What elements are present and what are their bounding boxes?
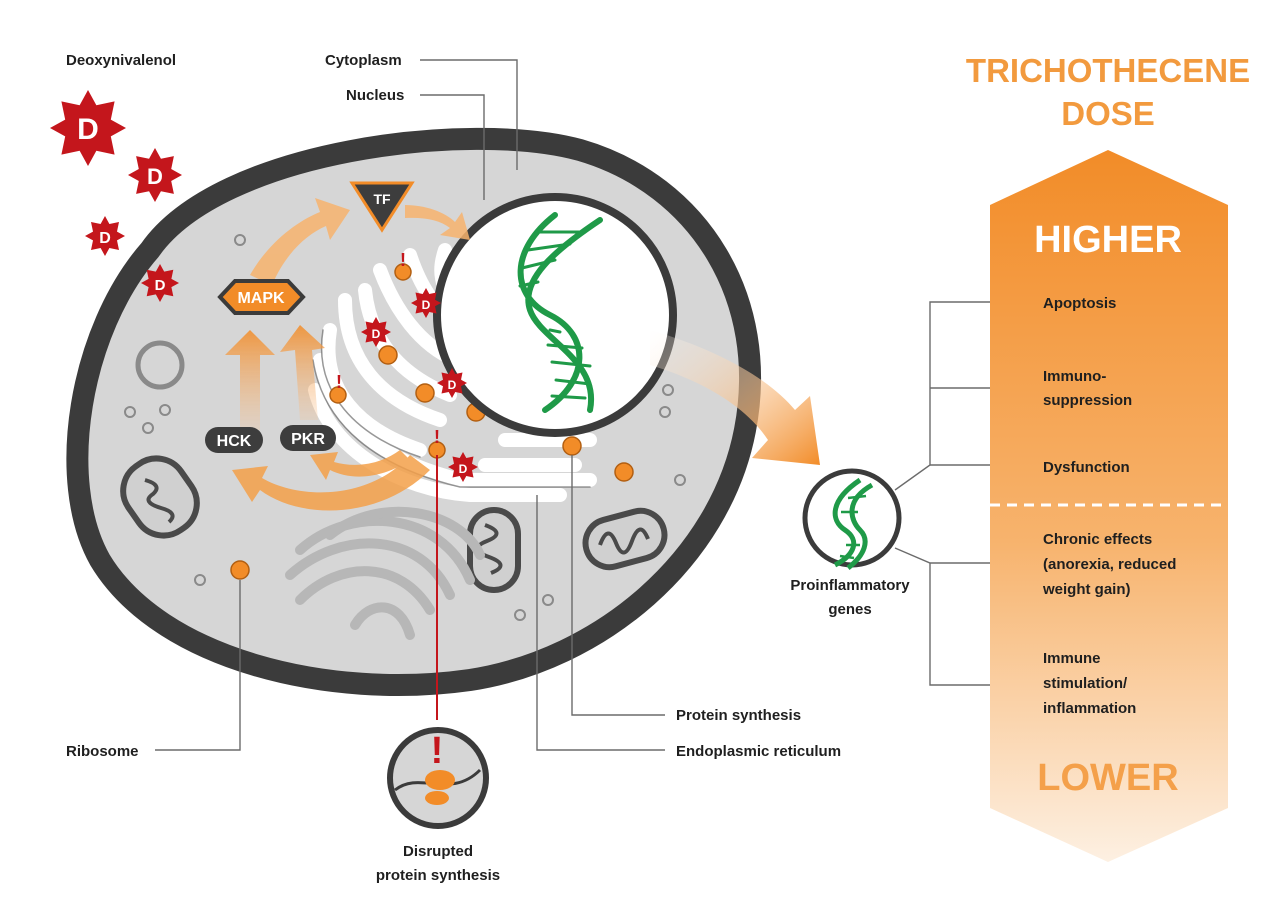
vesicles bbox=[124, 234, 686, 621]
effect-chronic-line3: weight gain) bbox=[1042, 581, 1131, 598]
toxin-marker-text: D bbox=[448, 378, 457, 392]
label-disrupted-line2: protein synthesis bbox=[376, 867, 500, 884]
hck-label: HCK bbox=[217, 433, 252, 450]
dose-higher-label: HIGHER bbox=[1034, 219, 1182, 261]
pkr-badge: PKR bbox=[280, 425, 336, 451]
dose-title-line1: TRICHOTHECENE bbox=[966, 52, 1250, 89]
toxin-er-2: D bbox=[361, 317, 391, 347]
gene-activation-arrow bbox=[650, 330, 820, 465]
effect-dysfunction: Dysfunction bbox=[1043, 459, 1130, 476]
toxin-er-4: D bbox=[448, 452, 478, 482]
dose-title-line2: DOSE bbox=[1061, 95, 1155, 132]
alert-mark-inset: ! bbox=[431, 730, 444, 772]
mitochondrion-right bbox=[582, 507, 668, 571]
label-ribosome: Ribosome bbox=[66, 743, 139, 760]
dose-panel: TRICHOTHECENE DOSE HIGHER LOWER bbox=[966, 52, 1250, 862]
effect-immune-line2: stimulation/ bbox=[1043, 675, 1128, 692]
label-disrupted-line1: Disrupted bbox=[403, 843, 473, 860]
toxin-marker-text: D bbox=[99, 230, 111, 247]
label-nucleus: Nucleus bbox=[346, 87, 404, 104]
alert-marks-er: ! ! ! bbox=[336, 250, 440, 447]
pkr-label: PKR bbox=[291, 431, 325, 448]
toxin-marker-text: D bbox=[155, 277, 166, 294]
effect-chronic-line1: Chronic effects bbox=[1043, 531, 1152, 548]
label-endoplasmic-reticulum: Endoplasmic reticulum bbox=[676, 743, 841, 760]
toxin-marker-text: D bbox=[372, 327, 381, 341]
alert-mark: ! bbox=[434, 427, 440, 447]
effect-immuno-line2: suppression bbox=[1043, 392, 1132, 409]
effect-chronic-line2: (anorexia, reduced bbox=[1043, 556, 1176, 573]
tf-label: TF bbox=[373, 191, 391, 207]
alert-mark: ! bbox=[400, 250, 406, 270]
toxin-small: D bbox=[85, 216, 125, 256]
toxin-marker-text: D bbox=[77, 113, 99, 146]
effect-apoptosis: Apoptosis bbox=[1043, 295, 1116, 312]
dose-lower-label: LOWER bbox=[1037, 757, 1178, 799]
dna-helix bbox=[517, 212, 603, 413]
label-proinflammatory-line1: Proinflammatory bbox=[790, 577, 910, 594]
er-outline bbox=[312, 329, 591, 488]
label-deoxynivalenol: Deoxynivalenol bbox=[66, 52, 176, 69]
toxin-marker-text: D bbox=[147, 164, 163, 189]
signal-arrows bbox=[225, 198, 470, 511]
mitochondrion-left bbox=[120, 455, 200, 539]
effect-immune-line1: Immune bbox=[1043, 650, 1101, 667]
disrupted-synthesis-inset: ! bbox=[387, 727, 489, 829]
label-proinflammatory-line2: genes bbox=[828, 601, 871, 618]
label-protein-synthesis: Protein synthesis bbox=[676, 707, 801, 724]
mapk-label: MAPK bbox=[237, 290, 285, 307]
labels: Deoxynivalenol Cytoplasm Nucleus Ribosom… bbox=[66, 52, 910, 884]
label-cytoplasm: Cytoplasm bbox=[325, 52, 402, 69]
alert-mark: ! bbox=[336, 372, 342, 392]
toxin-entering: D bbox=[141, 264, 179, 302]
toxin-large: D bbox=[50, 90, 126, 166]
tf-badge: TF bbox=[349, 181, 415, 233]
effect-immune-line3: inflammation bbox=[1043, 700, 1136, 717]
toxin-er-3: D bbox=[437, 368, 467, 398]
effect-immuno-line1: Immuno- bbox=[1043, 368, 1106, 385]
hck-badge: HCK bbox=[205, 427, 263, 453]
effects: Apoptosis Immuno- suppression Dysfunctio… bbox=[1042, 295, 1176, 717]
toxin-er-1: D bbox=[411, 288, 441, 318]
toxin-medium: D bbox=[128, 148, 182, 202]
proinflammatory-genes-inset bbox=[802, 468, 902, 570]
toxin-marker-text: D bbox=[459, 462, 468, 476]
toxin-marker-text: D bbox=[422, 298, 431, 312]
mapk-badge: MAPK bbox=[217, 279, 306, 315]
leader-lines bbox=[155, 59, 665, 751]
